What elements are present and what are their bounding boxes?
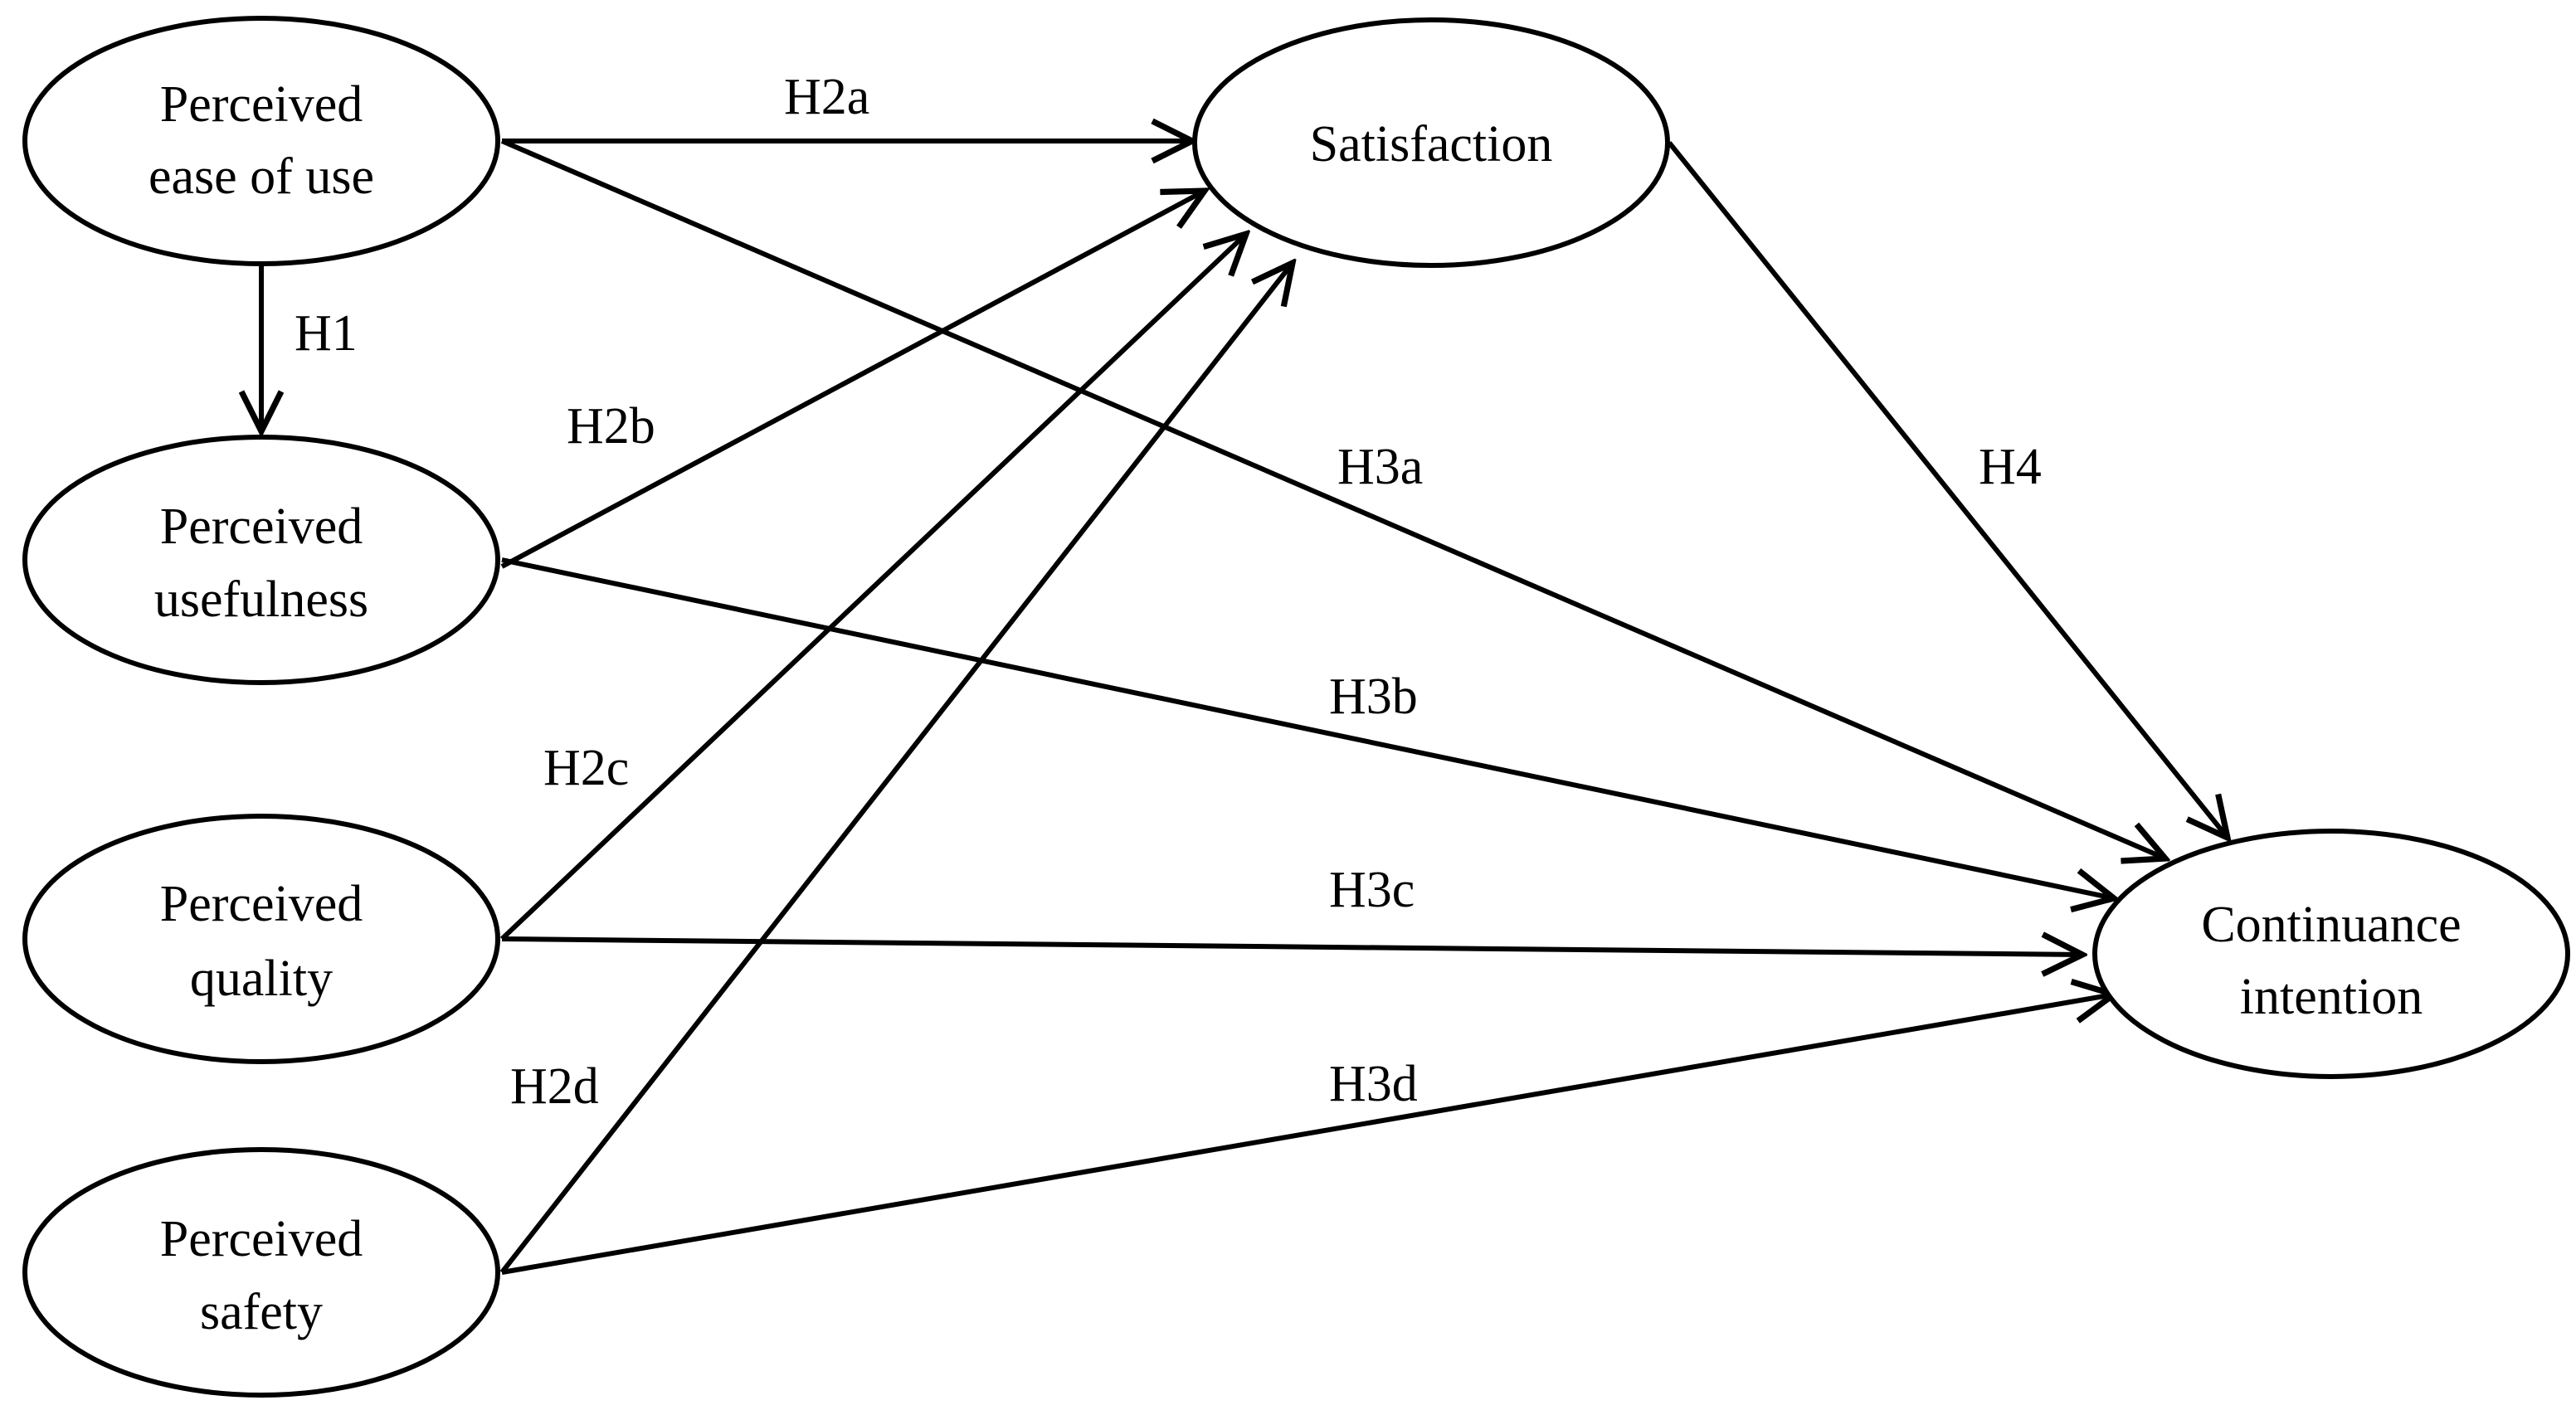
edge-label-h2b: H2b bbox=[567, 398, 655, 455]
edge-label-h3c: H3c bbox=[1329, 862, 1415, 918]
edge-h2c bbox=[499, 234, 1246, 941]
edge-h3a bbox=[500, 139, 2165, 858]
edge-label-h1: H1 bbox=[295, 305, 358, 362]
node-label-line: ease of use bbox=[149, 148, 374, 205]
edge-label-h2d: H2d bbox=[510, 1058, 599, 1115]
node-label-line: Perceived bbox=[160, 1211, 363, 1267]
edge-h4 bbox=[1667, 141, 2228, 838]
edge-h3d bbox=[501, 994, 2114, 1275]
node-perceived-ease-of-use: Perceived ease of use bbox=[22, 16, 500, 266]
edge-labels: H1 H2a H2b H2c H2d H3a H3b H3c H3d H4 bbox=[295, 69, 2042, 1115]
node-satisfaction: Satisfaction bbox=[1192, 17, 1670, 268]
edge-label-h3d: H3d bbox=[1329, 1056, 1418, 1112]
node-label-line: Perceived bbox=[160, 498, 363, 555]
edge-label-h3a: H3a bbox=[1337, 439, 1423, 495]
node-label-line: Continuance bbox=[2201, 897, 2461, 953]
node-label-line: Satisfaction bbox=[1310, 116, 1553, 173]
node-continuance-intention: Continuance intention bbox=[2092, 829, 2570, 1079]
edge-h2b bbox=[500, 191, 1205, 569]
edges bbox=[261, 139, 2228, 1275]
edge-h2d bbox=[499, 263, 1293, 1274]
edge-h3c bbox=[501, 939, 2082, 955]
node-label-line: Perceived bbox=[160, 76, 363, 133]
node-perceived-quality: Perceived quality bbox=[22, 814, 500, 1064]
node-label-line: safety bbox=[200, 1284, 323, 1340]
edge-h3b bbox=[501, 557, 2114, 898]
node-label-line: Perceived bbox=[160, 876, 363, 932]
edge-label-h4: H4 bbox=[1979, 439, 2042, 495]
edge-label-h2c: H2c bbox=[543, 740, 629, 796]
node-label-line: quality bbox=[190, 951, 333, 1007]
edge-label-h2a: H2a bbox=[784, 69, 869, 125]
node-perceived-usefulness: Perceived usefulness bbox=[22, 435, 500, 685]
node-perceived-safety: Perceived safety bbox=[22, 1147, 500, 1398]
node-label-line: usefulness bbox=[154, 571, 368, 628]
edge-label-h3b: H3b bbox=[1329, 669, 1418, 725]
node-label-line: intention bbox=[2240, 969, 2423, 1025]
